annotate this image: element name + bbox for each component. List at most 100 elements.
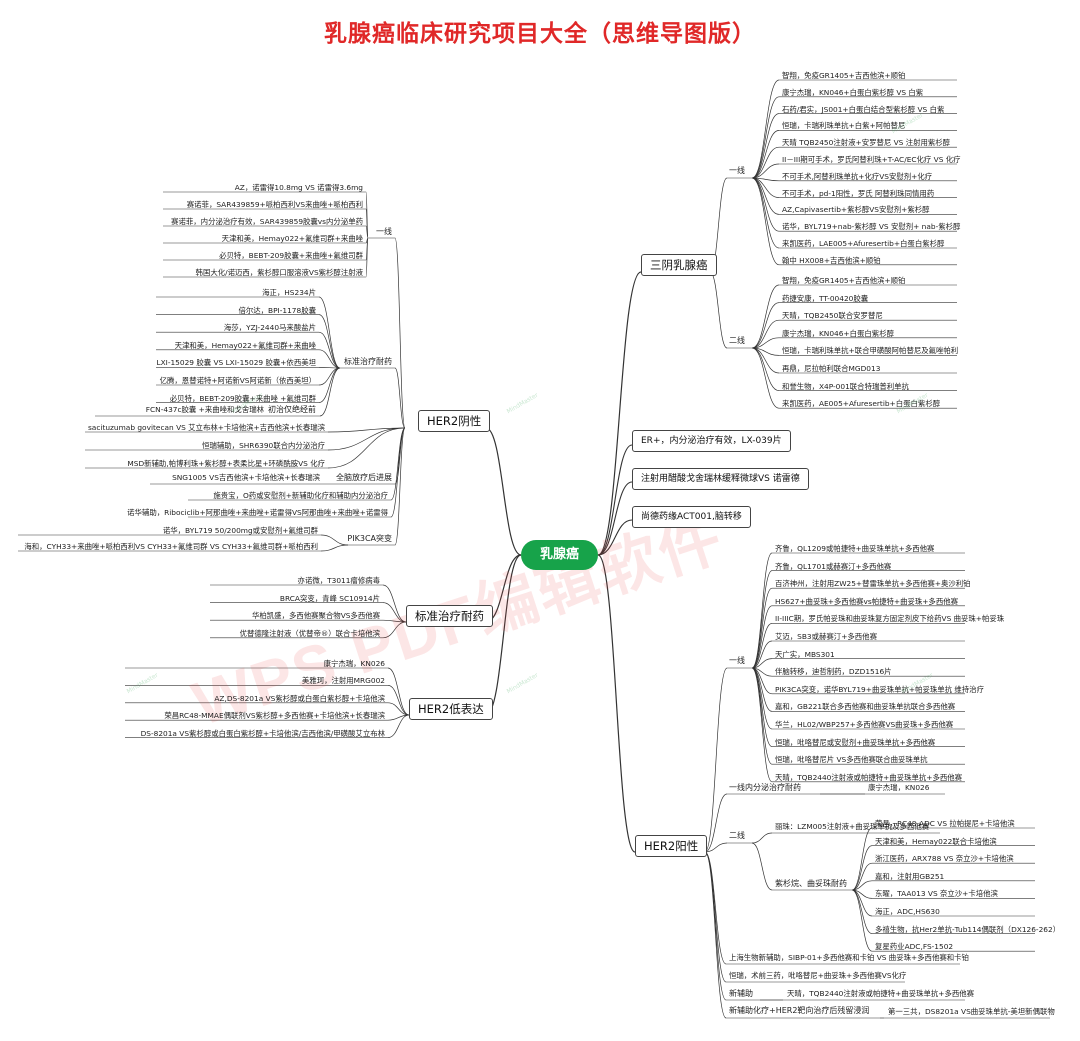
list-item[interactable]: 海正，HS234片 bbox=[262, 288, 316, 297]
list-item[interactable]: 东曜，TAA013 VS 奈立沙+卡培他滨 bbox=[875, 889, 998, 899]
sub-branch-label[interactable]: 全脑放疗后进展 bbox=[336, 473, 392, 482]
list-item[interactable]: 嘉和，GB221联合多西他赛和曲妥珠单抗联合多西他赛 bbox=[775, 702, 956, 712]
list-item[interactable]: 百济神州，注射用ZW25+替雷珠单抗+多西他赛+奥沙利铂 bbox=[775, 579, 971, 589]
list-item[interactable]: 海和，CYH33+来曲唑+哌柏西利VS CYH33+氟维司群 VS CYH33+… bbox=[24, 542, 318, 551]
list-item[interactable]: 伴脑转移，迪哲制药，DZD1516片 bbox=[775, 667, 892, 677]
list-item[interactable]: 不可手术,阿替利珠单抗+化疗VS安慰剂+化疗 bbox=[782, 171, 933, 181]
list-item[interactable]: 再鼎，尼拉帕利联合MGD013 bbox=[782, 364, 881, 373]
list-item[interactable]: 智翔，免疫GR1405+吉西他滨+顺铂 bbox=[782, 71, 906, 80]
sub-branch-label[interactable]: 新辅助 bbox=[729, 989, 753, 998]
list-item[interactable]: 诺华辅助，Ribociclib+阿那曲唑+来曲唑+诺雷得VS阿那曲唑+来曲唑+诺… bbox=[127, 508, 388, 517]
branch-injection[interactable]: 注射用醋酸戈舍瑞林缓释微球VS 诺雷德 bbox=[632, 468, 809, 490]
sub-branch-label[interactable]: 一线 bbox=[376, 227, 392, 236]
sub-branch-label[interactable]: PIK3CA突变 bbox=[347, 534, 392, 543]
branch-tnbc[interactable]: 三阴乳腺癌 bbox=[641, 254, 717, 276]
list-item[interactable]: 华柏凯盛，多西他赛聚合物VS多西他赛 bbox=[252, 611, 380, 621]
list-item[interactable]: 恒瑞，卡瑞利珠单抗+白紫+阿帕替尼 bbox=[782, 121, 906, 131]
list-item[interactable]: II-IIIC期，罗氏帕妥珠和曲妥珠复方固定剂皮下给药VS 曲妥珠+帕妥珠 bbox=[775, 614, 1005, 624]
list-item[interactable]: 和誉生物，X4P-001联合特瑞普利单抗 bbox=[782, 381, 909, 391]
list-item[interactable]: 天晴，TQB2440注射液或帕捷特+曲妥珠单抗+多西他赛 bbox=[775, 772, 963, 782]
list-item[interactable]: SNG1005 VS吉西他滨+卡培他滨+长春瑞滨 bbox=[172, 473, 320, 482]
list-item[interactable]: BRCA突变，青峰 SC10914片 bbox=[279, 593, 380, 603]
branch-her2-low[interactable]: HER2低表达 bbox=[409, 698, 493, 720]
mindmap-center-node[interactable]: 乳腺癌 bbox=[521, 540, 598, 570]
list-item[interactable]: 美雅珂，注射用MRG002 bbox=[301, 676, 385, 686]
sub-branch-label[interactable]: 标准治疗耐药 bbox=[344, 357, 392, 366]
sub-branch-label[interactable]: 一线 bbox=[729, 656, 745, 665]
list-item[interactable]: 复星药业ADC,FS-1502 bbox=[875, 942, 954, 952]
list-item[interactable]: 康宁杰瑞，KN046+白蛋白紫杉醇 bbox=[782, 328, 894, 338]
branch-standard-resistance[interactable]: 标准治疗耐药 bbox=[406, 605, 493, 627]
list-item[interactable]: 艾迈，SB3或赫赛汀+多西他赛 bbox=[775, 632, 877, 641]
list-item[interactable]: 齐鲁，QL1701或赫赛汀+多西他赛 bbox=[775, 561, 892, 571]
list-item[interactable]: 天津和美，Hemay022+氟维司群+来曲唑 bbox=[174, 340, 316, 350]
list-item[interactable]: FCN-437c胶囊 +来曲唑和戈舍瑞林 bbox=[145, 405, 264, 414]
list-item[interactable]: DS-8201a VS紫杉醇或白蛋白紫杉醇+卡培他滨/吉西他滨/甲磺酸艾立布林 bbox=[140, 728, 385, 738]
list-item[interactable]: AZ,DS-8201a VS紫杉醇或白蛋白紫杉醇+卡培他滨 bbox=[214, 693, 385, 703]
list-item[interactable]: 亦诺微，T3011瘤修病毒 bbox=[297, 576, 380, 585]
list-item[interactable]: 施贵宝，O药或安慰剂+新辅助化疗和辅助内分泌治疗 bbox=[213, 491, 388, 500]
list-item[interactable]: 来凯医药，AE005+Afuresertib+白蛋白紫杉醇 bbox=[782, 399, 941, 409]
list-item[interactable]: 优替德隆注射液（优替帝®）联合卡培他滨 bbox=[239, 628, 380, 638]
list-item[interactable]: 天晴 TQB2450注射液+安罗替尼 VS 注射用紫杉醇 bbox=[782, 138, 951, 148]
sub-branch-label[interactable]: 初治仅绝经前 bbox=[268, 405, 316, 414]
branch-er[interactable]: ER+，内分泌治疗有效，LX-039片 bbox=[632, 430, 791, 452]
list-item[interactable]: 康宁杰瑞，KN026 bbox=[868, 783, 930, 792]
sub-branch-label[interactable]: 新辅助化疗+HER2靶向治疗后残留浸润 bbox=[729, 1006, 870, 1015]
list-item[interactable]: 海正，ADC,HS630 bbox=[875, 907, 940, 916]
branch-act001[interactable]: 尚德药缘ACT001,脑转移 bbox=[632, 506, 751, 528]
list-item[interactable]: 必贝特，BEBT-209胶囊+来曲唑 +氟维司群 bbox=[169, 393, 316, 403]
sub-branch-label[interactable]: 二线 bbox=[729, 336, 745, 345]
list-item[interactable]: II－III期可手术，罗氏阿替利珠+T-AC/EC化疗 VS 化疗 bbox=[782, 155, 961, 164]
list-item[interactable]: 恒瑞，卡瑞利珠单抗+联合甲磺酸阿帕替尼及氟唑帕利 bbox=[782, 346, 959, 356]
list-item[interactable]: 恒瑞辅助，SHR6390联合内分泌治疗 bbox=[202, 441, 325, 450]
list-item[interactable]: 恒瑞，吡咯替尼片 VS多西他赛联合曲妥珠单抗 bbox=[775, 755, 928, 765]
list-item[interactable]: 恒瑞，吡咯替尼或安慰剂+曲妥珠单抗+多西他赛 bbox=[775, 737, 936, 747]
list-item[interactable]: 天晴，TQB2450联合安罗替尼 bbox=[782, 311, 883, 321]
list-item[interactable]: 诺华，BYL719 50/200mg或安慰剂+氟维司群 bbox=[162, 526, 318, 535]
list-item[interactable]: 荣昌RC48-MMAE偶联剂VS紫杉醇+多西他赛+卡培他滨+长春瑞滨 bbox=[164, 711, 385, 721]
list-item[interactable]: 诺华，BYL719+nab-紫杉醇 VS 安慰剂+ nab-紫杉醇 bbox=[782, 222, 961, 232]
list-item[interactable]: 亿腾，恩替诺特+阿诺新VS阿诺新（依西美坦） bbox=[159, 376, 316, 385]
list-item[interactable]: 必贝特，BEBT-209胶囊+来曲唑+氟维司群 bbox=[219, 251, 363, 260]
list-item[interactable]: 第一三共，DS8201a VS曲妥珠单抗-美坦新偶联物 bbox=[888, 1007, 1055, 1016]
branch-her2-negative[interactable]: HER2阴性 bbox=[418, 410, 491, 432]
list-item[interactable]: 韩国大化/诺迈西，紫杉醇口服溶液VS紫杉醇注射液 bbox=[195, 268, 363, 277]
list-item[interactable]: 智翔，免疫GR1405+吉西他滨+顺铂 bbox=[782, 276, 906, 285]
list-item[interactable]: 多禧生物，抗Her2单抗-Tub114偶联剂（DX126-262） bbox=[875, 924, 1061, 934]
list-item[interactable]: MSD新辅助,帕博利珠+紫杉醇+表柔比星+环磷酰胺VS 化疗 bbox=[127, 459, 325, 468]
sub-branch-label[interactable]: 二线 bbox=[729, 831, 745, 840]
list-item[interactable]: 石药/君实，JS001+白蛋白结合型紫杉醇 VS 白紫 bbox=[782, 104, 945, 114]
list-item[interactable]: 天晴，TQB2440注射液或帕捷特+曲妥珠单抗+多西他赛 bbox=[787, 989, 975, 998]
list-item[interactable]: 恒瑞，术前三药，吡咯替尼+曲妥珠+多西他赛VS化疗 bbox=[729, 971, 907, 980]
list-item[interactable]: 海莎，YZJ-2440马来酸盐片 bbox=[223, 323, 316, 333]
list-item[interactable]: 荣昌，RC48-ADC VS 拉帕提尼+卡培他滨 bbox=[875, 819, 1015, 828]
sub-branch-label[interactable]: 一线内分泌治疗耐药 bbox=[729, 783, 801, 792]
list-item[interactable]: AZ，诺雷得10.8mg VS 诺雷得3.6mg bbox=[234, 183, 363, 192]
list-item[interactable]: sacituzumab govitecan VS 艾立布林+卡培他滨+吉西他滨+… bbox=[87, 423, 325, 432]
branch-her2-positive[interactable]: HER2阳性 bbox=[635, 835, 708, 857]
list-item[interactable]: 上海生物新辅助，SIBP-01+多西他赛和卡铂 VS 曲妥珠+多西他赛和卡铂 bbox=[729, 953, 969, 962]
list-item[interactable]: 翰中 HX008+吉西他滨+顺铂 bbox=[782, 255, 881, 265]
list-item[interactable]: 来凯医药，LAE005+Afuresertib+白蛋白紫杉醇 bbox=[782, 239, 945, 248]
list-item[interactable]: 赛诺菲，SAR439859+哌柏西利VS来曲唑+哌柏西利 bbox=[186, 200, 363, 209]
list-item[interactable]: 浙江医药，ARX788 VS 奈立沙+卡培他滨 bbox=[875, 854, 1014, 864]
list-item[interactable]: LXI-15029 胶囊 VS LXI-15029 胶囊+依西美坦 bbox=[156, 358, 316, 368]
sub-branch-label[interactable]: 一线 bbox=[729, 166, 745, 175]
list-item[interactable]: 康宁杰瑞，KN026 bbox=[323, 659, 385, 668]
list-item[interactable]: 天津和美，Hemay022联合卡培他滨 bbox=[875, 836, 997, 846]
list-item[interactable]: AZ,Capivasertib+紫杉醇VS安慰剂+紫杉醇 bbox=[782, 205, 930, 215]
list-item[interactable]: 赛诺菲，内分泌治疗有效，SAR439859胶囊vs内分泌单药 bbox=[171, 217, 363, 226]
list-item[interactable]: 倍尔达，BPI-1178胶囊 bbox=[238, 305, 316, 315]
list-item[interactable]: 药捷安康，TT-00420胶囊 bbox=[782, 293, 869, 303]
list-item[interactable]: PIK3CA突变，诺华BYL719+曲妥珠单抗+帕妥珠单抗 维持治疗 bbox=[775, 684, 984, 694]
list-item[interactable]: 康宁杰瑞，KN046+白蛋白紫杉醇 VS 白紫 bbox=[782, 87, 924, 97]
list-item[interactable]: 嘉和，注射用GB251 bbox=[875, 871, 945, 881]
list-item[interactable]: HS627+曲妥珠+多西他赛vs帕捷特+曲妥珠+多西他赛 bbox=[775, 596, 958, 606]
list-item[interactable]: 天广实，MBS301 bbox=[775, 649, 835, 659]
sub-branch-label[interactable]: 紫杉烷、曲妥珠耐药 bbox=[775, 879, 847, 888]
list-item[interactable]: 齐鲁，QL1209或帕捷特+曲妥珠单抗+多西他赛 bbox=[775, 544, 935, 553]
list-item[interactable]: 华兰，HL02/WBP257+多西他赛VS曲妥珠+多西他赛 bbox=[775, 720, 954, 729]
list-item[interactable]: 丽珠：LZM005注射液+曲妥珠单抗及多西他赛 bbox=[775, 822, 930, 831]
list-item[interactable]: 天津和美，Hemay022+氟维司群+来曲唑 bbox=[221, 234, 363, 243]
